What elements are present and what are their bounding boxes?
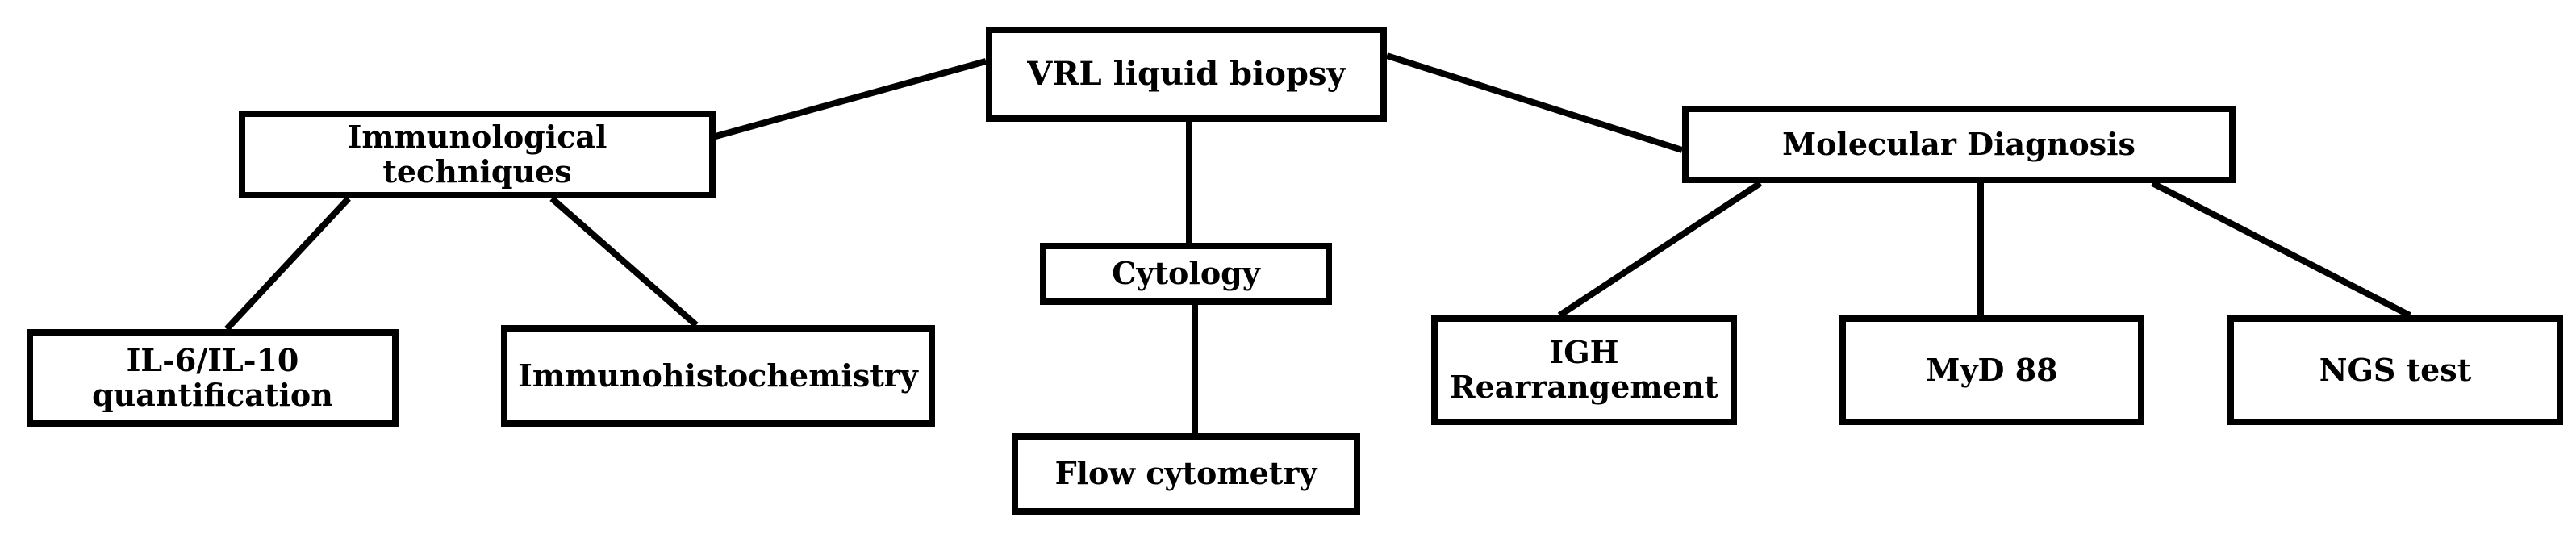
flow-cytometry-label: Flow cytometry <box>1054 455 1317 492</box>
immunological-techniques-node: Immunological techniques <box>239 111 716 198</box>
cytology-label: Cytology <box>1112 255 1260 292</box>
immunohistochemistry-node: Immunohistochemistry <box>501 325 935 427</box>
cytology-node: Cytology <box>1040 243 1332 305</box>
connector-molecular-ngs <box>2151 180 2411 319</box>
connector-root-molecular <box>1385 52 1684 153</box>
igh-rearrangement-label: IGH Rearrangement <box>1450 334 1718 405</box>
ngs-test-label: NGS test <box>2319 351 2472 388</box>
il6-il10-quantification-node: IL-6/IL-10 quantification <box>27 329 399 427</box>
myd88-label: MyD 88 <box>1926 351 2058 388</box>
molecular-diagnosis-label: Molecular Diagnosis <box>1782 125 2136 162</box>
root-label: VRL liquid biopsy <box>1027 54 1346 93</box>
immunohistochemistry-label: Immunohistochemistry <box>518 357 918 394</box>
connector-molecular-igh <box>1557 180 1763 319</box>
flow-cytometry-node: Flow cytometry <box>1012 433 1360 515</box>
myd88-node: MyD 88 <box>1839 315 2144 425</box>
connector-immunological-il6 <box>224 196 351 332</box>
connector-immunological-ihc <box>549 195 699 328</box>
immunological-techniques-label: Immunological techniques <box>347 118 607 190</box>
igh-rearrangement-node: IGH Rearrangement <box>1431 315 1737 425</box>
connector-root-immunological <box>714 58 987 140</box>
molecular-diagnosis-node: Molecular Diagnosis <box>1682 106 2236 183</box>
il6-il10-quantification-label: IL-6/IL-10 quantification <box>92 341 333 413</box>
root-node: VRL liquid biopsy <box>986 27 1387 122</box>
ngs-test-node: NGS test <box>2227 315 2563 425</box>
